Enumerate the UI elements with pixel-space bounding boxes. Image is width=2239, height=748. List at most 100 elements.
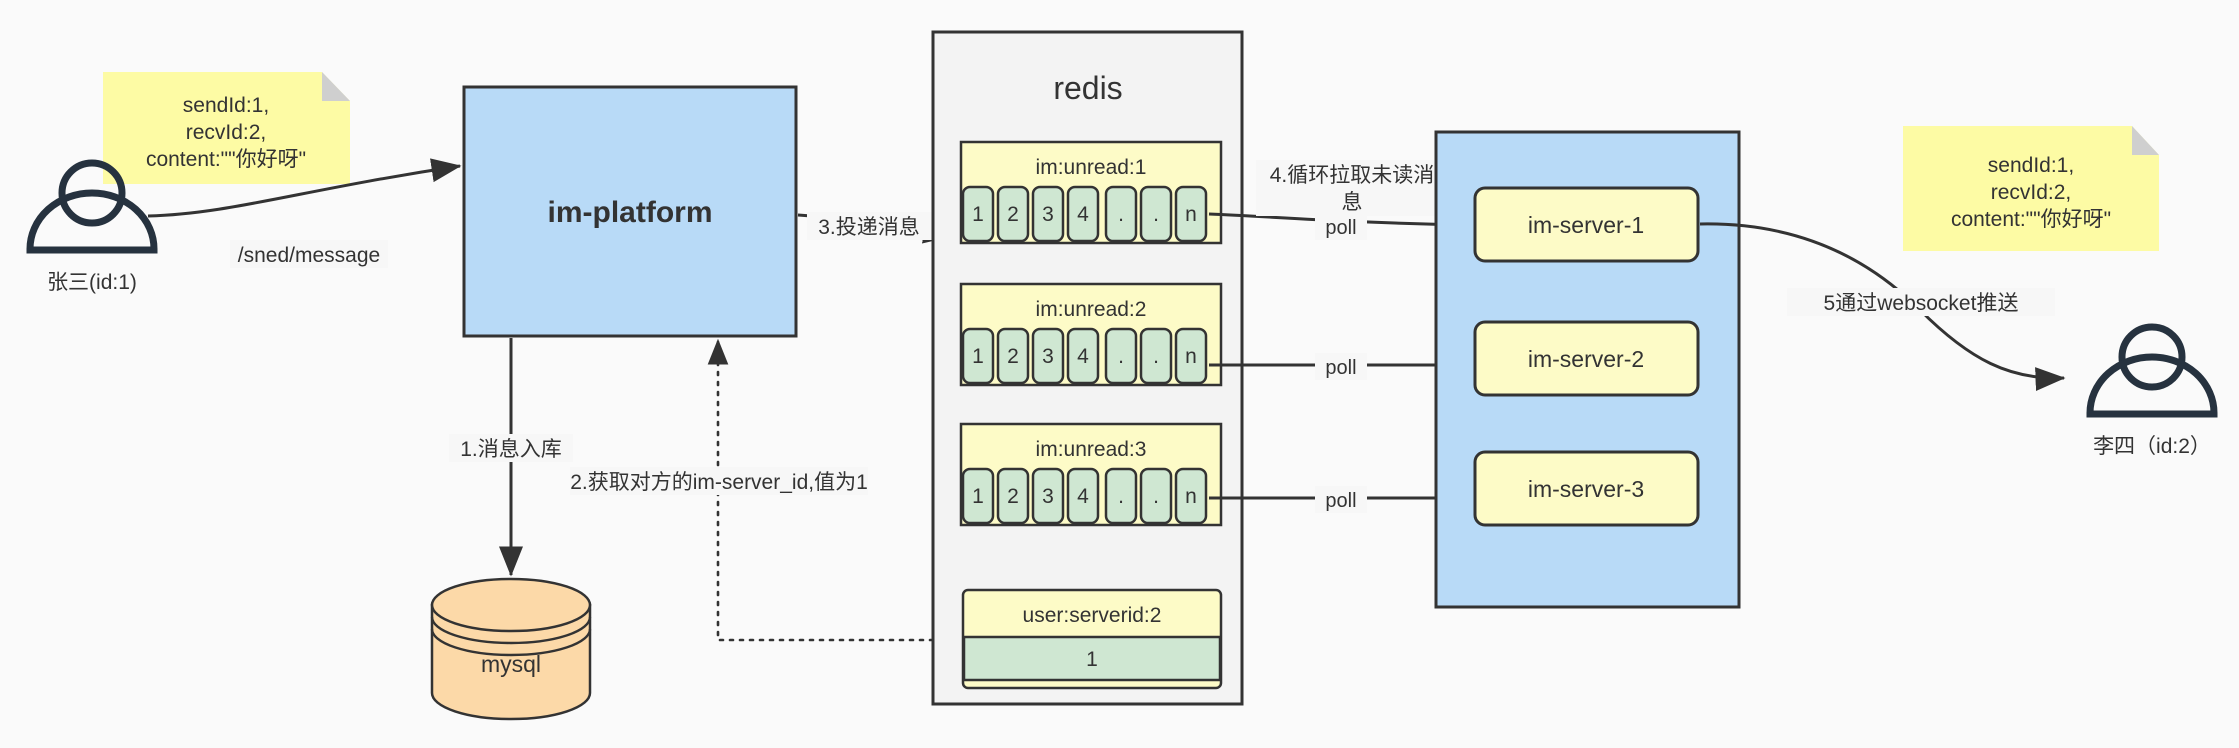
im-server-2-box[interactable] — [1473, 320, 1700, 397]
list-cell[interactable] — [1139, 327, 1173, 385]
list-cell-label: . — [1153, 203, 1159, 226]
person-icon-body — [2086, 353, 2218, 418]
edge-step2: 2.获取对方的im-server_id,值为1 — [570, 338, 965, 642]
redis-label: redis — [1053, 70, 1122, 106]
edge-label-bg — [1315, 213, 1367, 240]
list-cell[interactable] — [1066, 467, 1100, 525]
edge-label-bg — [449, 434, 573, 462]
user-serverid-value-cell[interactable] — [962, 635, 1222, 682]
node-im-server-1[interactable]: im-server-1 — [1473, 186, 1700, 263]
list-cell-label: 3 — [1042, 485, 1054, 508]
node-im-server-container[interactable]: im-server-1 im-server-2 im-server-3 — [1434, 130, 1741, 609]
list-cell-label: n — [1185, 203, 1197, 226]
list-cell-label: . — [1153, 485, 1159, 508]
edge-step5: 5通过websocket推送 — [1699, 222, 2066, 392]
list-cell[interactable] — [1174, 327, 1208, 385]
redis-list-1[interactable]: im:unread:2 1 2 3 4 . . n — [959, 282, 1223, 387]
list-cell-label: 4 — [1077, 485, 1089, 508]
im-server-3-box[interactable] — [1473, 450, 1700, 527]
edge-step3: 3.投递消息 — [797, 212, 954, 244]
im-platform-label: im-platform — [548, 196, 713, 229]
node-im-server-3[interactable]: im-server-3 — [1473, 450, 1700, 527]
node-im-server-2[interactable]: im-server-2 — [1473, 320, 1700, 397]
list-cell[interactable] — [1174, 467, 1208, 525]
list-cell-label: . — [1118, 485, 1124, 508]
list-cell[interactable] — [1104, 327, 1138, 385]
im-platform-box[interactable] — [462, 85, 798, 338]
edge-label-step3: 3.投递消息 — [818, 216, 920, 239]
edge-poll-3: poll — [1209, 486, 1467, 513]
redis-list-0-cells: 1 2 3 4 . . n — [961, 185, 1208, 243]
list-cell[interactable] — [1139, 185, 1173, 243]
edge-label-bg — [230, 240, 388, 268]
list-cell-label: 4 — [1077, 203, 1089, 226]
redis-user-serverid[interactable]: user:serverid:2 1 — [961, 588, 1223, 690]
user-serverid-value: 1 — [1086, 648, 1098, 671]
person-icon-head — [2118, 323, 2186, 391]
list-cell[interactable] — [1139, 467, 1173, 525]
edge-poll-2: poll — [1209, 353, 1467, 380]
note-left-line3: content:""你好呀" — [146, 148, 306, 171]
list-cell[interactable] — [1104, 185, 1138, 243]
list-cell-label: 2 — [1007, 345, 1019, 368]
list-cell[interactable] — [996, 185, 1030, 243]
list-cell[interactable] — [1031, 327, 1065, 385]
user-serverid-key: user:serverid:2 — [1023, 604, 1162, 627]
edge-poll-1: poll — [1208, 212, 1467, 240]
list-cell-label: 4 — [1077, 345, 1089, 368]
person-icon-body — [26, 189, 158, 254]
list-cell-label: . — [1118, 345, 1124, 368]
edge-label-step1: 1.消息入库 — [460, 438, 562, 461]
list-cell-label: . — [1153, 345, 1159, 368]
edge-label-poll-3: poll — [1325, 490, 1356, 512]
note-right-line3: content:""你好呀" — [1951, 208, 2111, 231]
im-server-1-box[interactable] — [1473, 186, 1700, 263]
edge-label-step4-line1: 4.循环拉取未读消 — [1270, 164, 1435, 187]
list-cell[interactable] — [996, 327, 1030, 385]
list-cell[interactable] — [1031, 467, 1065, 525]
person-icon-head — [58, 159, 126, 227]
list-cell[interactable] — [1104, 467, 1138, 525]
list-cell-label: 3 — [1042, 203, 1054, 226]
redis-list-2[interactable]: im:unread:3 1 2 3 4 . . n — [959, 422, 1223, 527]
list-cell-label: 2 — [1007, 203, 1019, 226]
mysql-label: mysql — [481, 651, 541, 677]
node-im-platform[interactable]: im-platform — [462, 85, 798, 338]
list-cell[interactable] — [996, 467, 1030, 525]
actor-sender: 张三(id:1) — [26, 159, 158, 294]
node-mysql[interactable]: mysql — [430, 577, 592, 721]
list-cell[interactable] — [1031, 185, 1065, 243]
edge-label-bg — [1256, 160, 1449, 216]
edge-label-step2: 2.获取对方的im-server_id,值为1 — [570, 471, 868, 494]
edge-label-step4-line2: 息 — [1342, 191, 1363, 214]
edge-label-bg — [1315, 486, 1367, 513]
redis-list-2-cells: 1 2 3 4 . . n — [961, 467, 1208, 525]
list-cell-label: . — [1118, 203, 1124, 226]
im-server-2-label: im-server-2 — [1528, 346, 1644, 372]
list-cell[interactable] — [1066, 327, 1100, 385]
list-cell[interactable] — [961, 327, 995, 385]
list-cell[interactable] — [961, 467, 995, 525]
edge-label-poll-1: poll — [1325, 217, 1356, 239]
list-cell-label: 1 — [972, 485, 984, 508]
note-left: sendId:1, recvId:2, content:""你好呀" — [103, 72, 350, 184]
edge-label-step4: 4.循环拉取未读消 息 — [1256, 160, 1449, 216]
list-cell-label: 3 — [1042, 345, 1054, 368]
list-cell[interactable] — [1066, 185, 1100, 243]
list-cell-label: n — [1185, 345, 1197, 368]
edge-label-send-message: /sned/message — [238, 244, 380, 267]
redis-list-2-key: im:unread:3 — [1036, 438, 1147, 461]
list-cell[interactable] — [1174, 185, 1208, 243]
note-right-line2: recvId:2, — [1991, 181, 2072, 204]
note-left-line2: recvId:2, — [186, 121, 267, 144]
actor-receiver-label: 李四（id:2） — [2093, 435, 2211, 458]
edge-label-bg — [807, 212, 932, 240]
list-cell[interactable] — [961, 185, 995, 243]
im-server-3-label: im-server-3 — [1528, 476, 1644, 502]
list-cell-label: n — [1185, 485, 1197, 508]
edge-send-message: /sned/message — [147, 158, 462, 268]
redis-list-0[interactable]: im:unread:1 1 2 3 4 . . n — [959, 140, 1223, 245]
actor-sender-label: 张三(id:1) — [47, 271, 137, 294]
list-cell-label: 1 — [972, 345, 984, 368]
